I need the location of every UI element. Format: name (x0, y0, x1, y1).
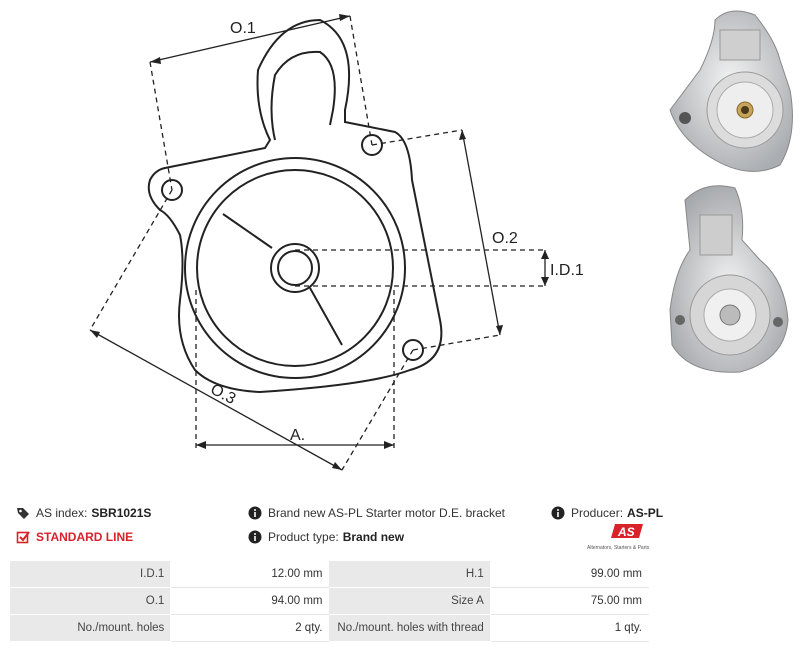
description-text: Brand new AS-PL Starter motor D.E. brack… (268, 506, 505, 520)
spec-value: 94.00 mm (170, 587, 330, 615)
spec-value: 75.00 mm (489, 587, 650, 615)
spec-value: 12.00 mm (170, 560, 330, 588)
spec-key: No./mount. holes with thread (328, 614, 491, 642)
spec-key: O.1 (8, 587, 172, 615)
spec-key: No./mount. holes (8, 614, 172, 642)
spec-value: 1 qty. (489, 614, 650, 642)
standard-line-label: STANDARD LINE (36, 530, 134, 544)
producer-value: AS-PL (627, 506, 664, 520)
product-photo-front (660, 0, 800, 185)
as-index-value: SBR1021S (91, 506, 152, 520)
spec-key: H.1 (328, 560, 491, 588)
tag-icon (17, 508, 29, 519)
spec-key: Size A (328, 587, 491, 615)
as-pl-logo: AS Alternators, Starters & Parts (587, 524, 650, 551)
dim-label-a: A. (290, 427, 305, 444)
dim-label-o1: O.1 (230, 20, 256, 37)
info-icon (248, 530, 262, 544)
standard-line: STANDARD LINE (16, 530, 133, 544)
technical-drawing: O.1 O.2 O.3 I.D.1 A. (89, 14, 584, 471)
as-index-label: AS index: (36, 506, 88, 520)
product-type-value: Brand new (342, 530, 405, 544)
product-type: Product type: Brand new (248, 530, 404, 544)
dim-label-o3: O.3 (208, 381, 239, 408)
info-icon (551, 506, 565, 520)
spec-value: 99.00 mm (489, 560, 650, 588)
description: Brand new AS-PL Starter motor D.E. brack… (248, 506, 505, 520)
product-type-label: Product type: (268, 530, 339, 544)
producer-label: Producer: (571, 506, 624, 520)
product-photo-rear (660, 180, 800, 380)
dim-label-id1: I.D.1 (550, 262, 584, 279)
logo-tagline: Alternators, Starters & Parts (587, 545, 650, 551)
dim-label-o2: O.2 (492, 230, 518, 247)
producer: Producer: AS-PL (551, 506, 663, 520)
as-index: AS index: SBR1021S (16, 506, 151, 520)
spec-key: I.D.1 (8, 560, 172, 588)
spec-value: 2 qty. (170, 614, 330, 642)
info-icon (248, 506, 262, 520)
checkbox-icon (16, 531, 30, 544)
product-info-bar: AS index: SBR1021S STANDARD LINE Brand n… (0, 500, 800, 560)
logo-text: AS (617, 525, 635, 539)
